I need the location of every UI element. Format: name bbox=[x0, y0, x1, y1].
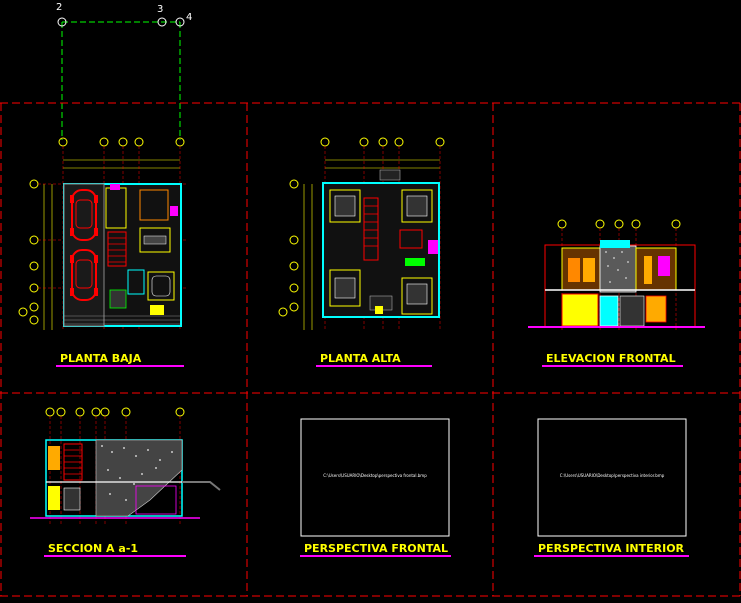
grid-marker-4 bbox=[175, 17, 185, 27]
grid-marker-2 bbox=[57, 17, 67, 27]
panel-title: PERSPECTIVA FRONTAL bbox=[304, 542, 448, 555]
grid-label-3: 3 bbox=[157, 4, 163, 15]
grid-label-4: 4 bbox=[186, 12, 192, 23]
panel-title: SECCION A a-1 bbox=[48, 542, 138, 555]
top-grid-reference: 2 3 4 bbox=[56, 2, 192, 140]
grid-label-2: 2 bbox=[56, 2, 62, 13]
panel-title: PLANTA ALTA bbox=[320, 352, 401, 365]
image-placeholder bbox=[537, 418, 687, 537]
panel-title: PERSPECTIVA INTERIOR bbox=[538, 542, 685, 555]
grid-marker-3 bbox=[157, 17, 167, 27]
panel-title: PLANTA BAJA bbox=[60, 352, 142, 365]
car-icon bbox=[70, 249, 98, 301]
car-icon bbox=[70, 189, 98, 241]
panel-seccion[interactable]: SECCION A a-1 bbox=[30, 407, 221, 557]
panel-planta-baja[interactable]: PLANTA BAJA bbox=[18, 137, 186, 367]
panel-borders bbox=[0, 102, 741, 597]
panel-perspectiva-interior[interactable]: C:\Users\USUARIO\Desktop\perspectiva int… bbox=[534, 418, 689, 557]
image-path-label: C:\Users\USUARIO\Desktop\perspectiva fro… bbox=[323, 473, 427, 478]
panel-title: ELEVACION FRONTAL bbox=[546, 352, 676, 365]
panel-planta-alta[interactable]: PLANTA ALTA bbox=[278, 137, 445, 367]
panel-perspectiva-frontal[interactable]: C:\Users\USUARIO\Desktop\perspectiva fro… bbox=[300, 418, 451, 557]
image-placeholder bbox=[300, 418, 450, 537]
image-path-label: C:\Users\USUARIO\Desktop\perspectiva int… bbox=[560, 473, 665, 478]
panel-elevacion-frontal[interactable]: ELEVACION FRONTAL bbox=[528, 219, 705, 367]
